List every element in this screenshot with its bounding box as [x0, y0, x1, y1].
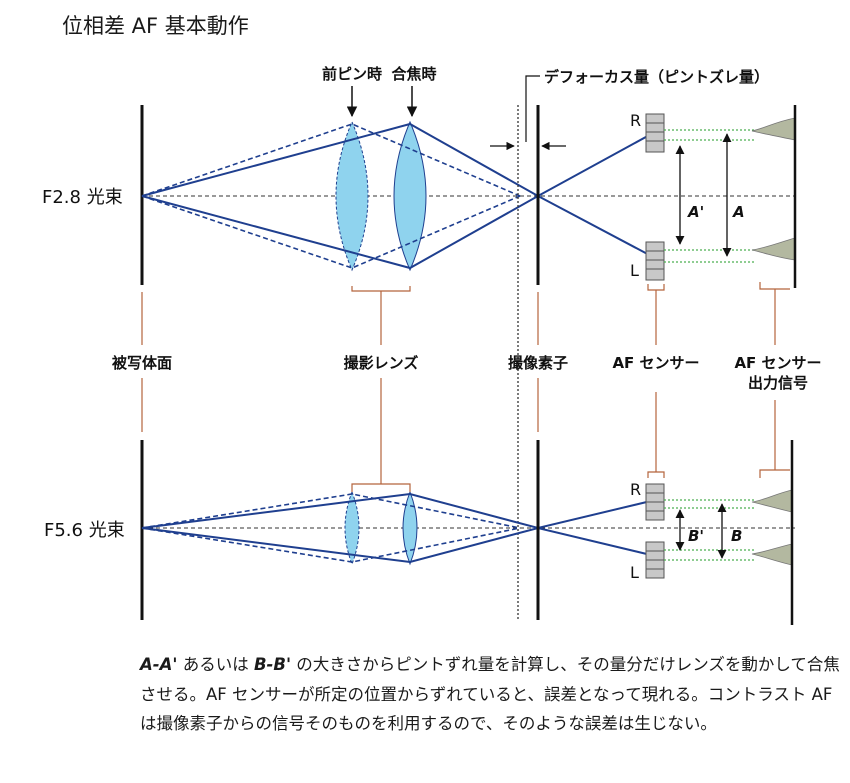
lens-bracket-top — [351, 286, 411, 292]
signal-shape-L-bottom — [751, 543, 793, 566]
af-sensor-label: AF センサー — [612, 354, 699, 372]
b-label: B — [731, 527, 742, 545]
f56-label: F5.6 光束 — [44, 520, 125, 541]
in-focus-label: 合焦時 — [390, 65, 436, 83]
rays-solid-top — [141, 122, 656, 270]
lens-label: 撮影レンズ — [344, 354, 419, 372]
af-output-label-1: AF センサー — [734, 354, 821, 372]
f28-label: F2.8 光束 — [42, 187, 123, 208]
front-focus-label: 前ピン時 — [322, 65, 382, 83]
b-prime-label: B' — [688, 527, 704, 545]
a-prime-label: A' — [687, 203, 704, 221]
signal-lines-bottom — [664, 499, 755, 561]
af-bracket-bottom — [647, 471, 665, 478]
front-focus-lens-top — [335, 120, 369, 272]
l-label-bottom: L — [630, 563, 639, 582]
in-focus-lens-top — [393, 120, 427, 272]
signal-lines-top — [664, 129, 755, 263]
output-bracket-bottom — [759, 469, 790, 478]
output-bracket-top — [759, 282, 790, 290]
rays-dashed-top — [141, 123, 521, 269]
signal-shape-R-top — [751, 117, 796, 141]
rays-solid-bottom — [141, 492, 656, 564]
r-label-bottom: R — [630, 480, 641, 499]
image-sensor-label: 撮像素子 — [508, 354, 568, 372]
caption-bb: B-B' — [253, 655, 292, 674]
defocus-label: デフォーカス量（ピントズレ量） — [544, 68, 769, 86]
rays-dashed-bottom — [141, 493, 521, 563]
af-sensor-L-top — [645, 241, 665, 281]
signal-shape-R-bottom — [751, 489, 793, 513]
defocus-leader — [525, 75, 540, 142]
a-label: A — [732, 203, 745, 221]
caption: A-A' あるいは B-B' の大きさからピントずれ量を計算し、その量分だけレン… — [140, 650, 840, 739]
af-sensor-L-bottom — [645, 541, 665, 579]
in-focus-lens-bottom — [402, 490, 418, 566]
caption-text-2: の大きさからピントずれ量を計算し、その量分だけレンズを動かして合焦させる。AF … — [140, 655, 840, 733]
af-bracket-top — [647, 284, 665, 291]
lens-bracket-bottom — [351, 483, 411, 492]
subject-plane-label: 被写体面 — [112, 354, 172, 372]
af-output-label-2: 出力信号 — [748, 374, 808, 392]
f56-section — [140, 378, 795, 625]
page-title: 位相差 AF 基本動作 — [62, 14, 249, 38]
l-label-top: L — [630, 261, 639, 280]
caption-text-1: あるいは — [177, 655, 254, 674]
front-focus-lens-bottom — [344, 490, 360, 566]
af-sensor-R-top — [645, 113, 665, 153]
caption-aa: A-A' — [140, 655, 178, 674]
f28-section — [140, 75, 797, 620]
r-label-top: R — [630, 111, 641, 130]
af-sensor-R-bottom — [645, 483, 665, 521]
signal-shape-L-top — [751, 237, 796, 261]
phase-af-diagram: 前ピン時 合焦時 デフォーカス量（ピントズレ量） F2.8 光束 F5.6 光束… — [42, 65, 822, 625]
